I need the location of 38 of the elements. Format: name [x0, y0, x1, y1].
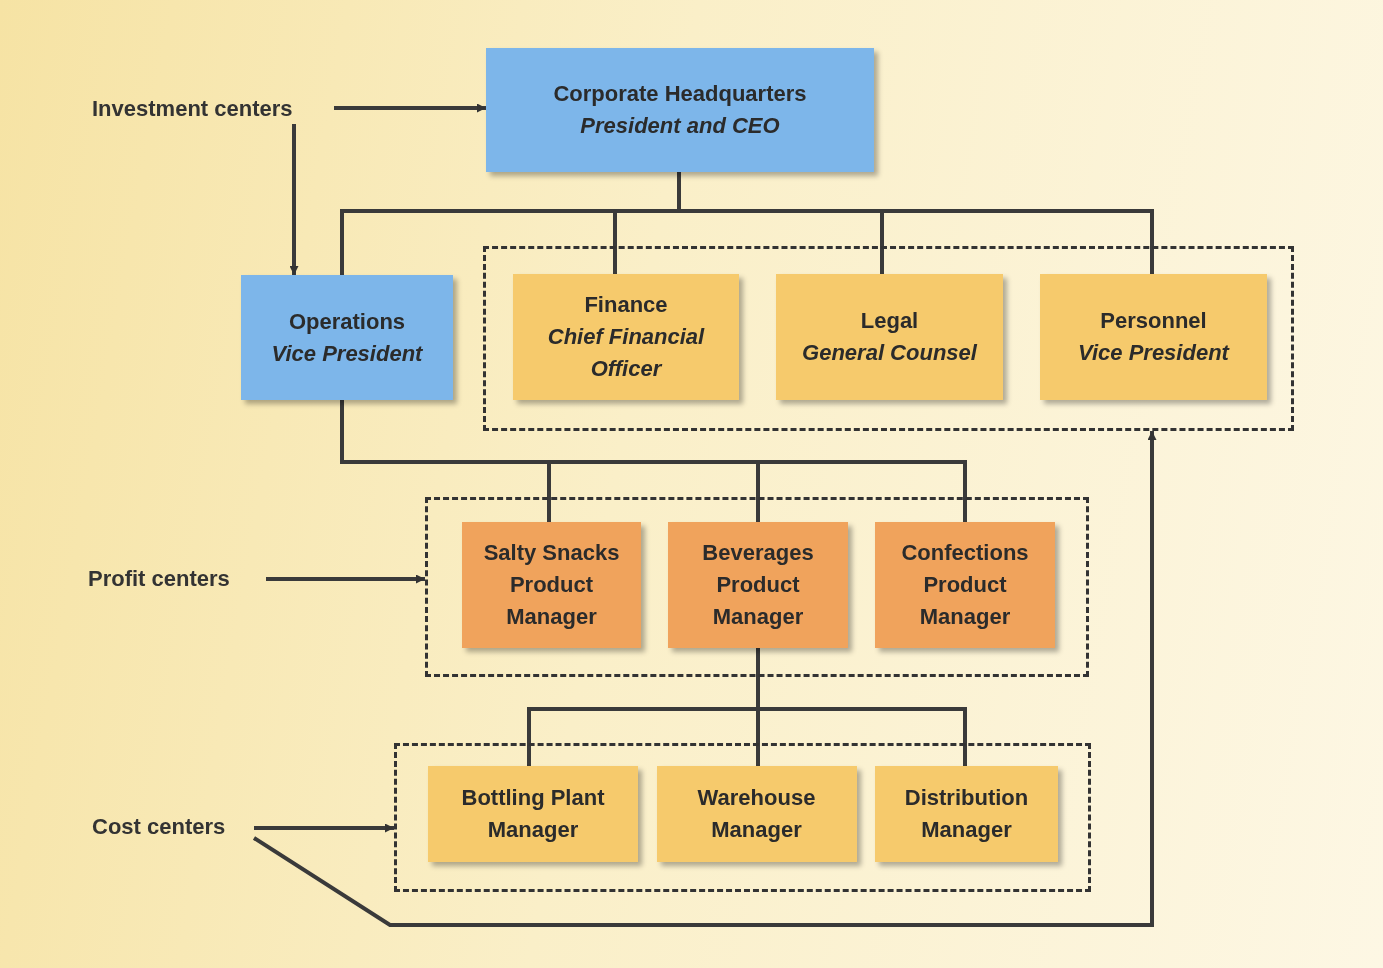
org-box [1040, 274, 1267, 400]
org-box [776, 274, 1003, 400]
unit-name: Bottling Plant Manager [460, 784, 606, 844]
unit-name: Finance [584, 291, 668, 320]
category-label: Investment centers [92, 94, 334, 124]
org-box [668, 522, 848, 648]
dashed-group-box [394, 743, 1091, 892]
role-title: Vice President [1078, 339, 1229, 367]
role-title: Vice President [271, 339, 423, 368]
org-box [875, 766, 1058, 862]
unit-name: Legal [860, 307, 919, 336]
unit-name: Distribution Manager [903, 784, 1030, 844]
unit-name: Warehouse Manager [696, 784, 817, 844]
arrow [254, 823, 394, 833]
category-label: Profit centers [88, 564, 266, 594]
org-box [486, 48, 874, 172]
arrow [334, 103, 486, 113]
org-box [656, 766, 857, 862]
unit-name: Corporate Headquarters [553, 80, 807, 109]
org-box [875, 522, 1055, 648]
role-title: President and CEO [580, 112, 780, 140]
arrow [252, 431, 1157, 927]
unit-name: Personnel [1100, 307, 1207, 336]
arrow [266, 574, 425, 584]
role-title: Chief Financial Officer [546, 323, 706, 383]
unit-name: Beverages Product Manager [701, 539, 815, 631]
unit-name: Salty Snacks Product Manager [482, 539, 621, 631]
dashed-group-box [483, 246, 1294, 431]
arrow [289, 124, 299, 275]
org-box [513, 274, 739, 400]
unit-name: Confections Product Manager [900, 539, 1030, 631]
dashed-group-box [425, 497, 1089, 677]
unit-name: Operations [288, 307, 406, 336]
org-box [462, 522, 641, 648]
role-title: General Counsel [802, 339, 977, 367]
org-box [428, 766, 638, 862]
category-label: Cost centers [92, 812, 254, 842]
org-box [241, 275, 453, 400]
